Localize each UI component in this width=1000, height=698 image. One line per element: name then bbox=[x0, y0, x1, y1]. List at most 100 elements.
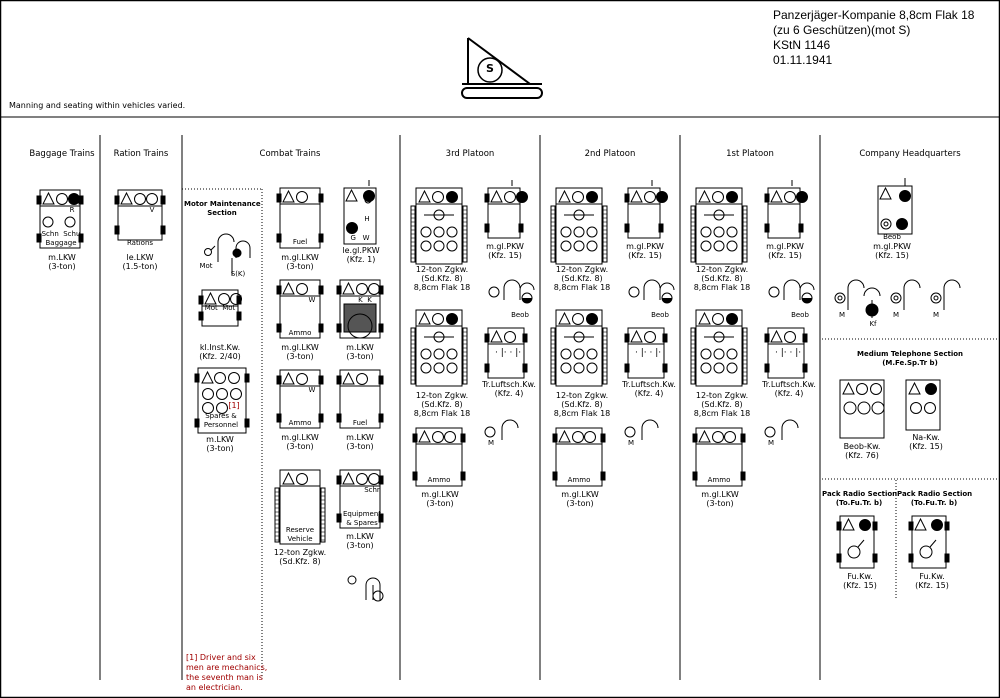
filled-circle-icon bbox=[925, 383, 937, 395]
vehicle-caption: Fu.Kw. (Kfz. 15) bbox=[915, 572, 949, 590]
circle-icon bbox=[857, 401, 871, 415]
wheel-icon bbox=[836, 553, 842, 563]
wheel-icon bbox=[802, 363, 808, 373]
vehicle-caption: Tr.Luftsch.Kw. (Kfz. 4) bbox=[622, 380, 676, 398]
circle-icon bbox=[586, 362, 598, 374]
circle-icon bbox=[368, 283, 380, 295]
circle-icon bbox=[296, 373, 308, 385]
triangle-icon bbox=[345, 188, 358, 202]
circle-icon bbox=[573, 240, 585, 252]
vehicle-body bbox=[487, 187, 521, 239]
wheel-icon bbox=[198, 295, 204, 305]
circle-icon bbox=[768, 286, 780, 298]
half-circle-icon bbox=[662, 298, 672, 303]
wheel-icon bbox=[194, 373, 200, 383]
triangle-icon bbox=[418, 311, 431, 325]
circle-icon bbox=[356, 373, 368, 385]
section-combat: Combat Trains bbox=[259, 149, 321, 159]
vehicle-caption: Fu.Kw. (Kfz. 15) bbox=[843, 572, 877, 590]
triangle-icon bbox=[698, 189, 711, 203]
vehicle-body bbox=[767, 187, 801, 239]
filled-circle-icon bbox=[586, 313, 598, 325]
triangle-icon bbox=[490, 189, 503, 203]
vehicle-body bbox=[415, 309, 463, 387]
vehicle-inner-label: Mot Mot bbox=[204, 304, 236, 312]
personnel-label: M bbox=[767, 439, 775, 447]
circle-icon bbox=[296, 283, 308, 295]
vehicle-inner-label: Schn Schu Baggage bbox=[41, 230, 81, 247]
section-1st-platoon: 1st Platoon bbox=[726, 149, 774, 159]
track-icon bbox=[274, 487, 280, 543]
circle-icon bbox=[726, 348, 738, 360]
vehicle-caption: Na-Kw. (Kfz. 15) bbox=[909, 433, 943, 451]
circle-icon bbox=[420, 240, 432, 252]
person-icon bbox=[643, 279, 661, 300]
triangle-icon bbox=[698, 429, 711, 443]
wheel-icon bbox=[484, 333, 490, 343]
vehicle-caption: m.LKW (3-ton) bbox=[346, 532, 374, 550]
vehicle-caption: le.LKW (1.5-ton) bbox=[122, 253, 158, 271]
circle-icon bbox=[372, 590, 384, 602]
circle-icon bbox=[724, 431, 736, 443]
vehicle-mark: G W bbox=[350, 234, 370, 242]
triangle-icon bbox=[842, 517, 855, 531]
triangle-icon bbox=[282, 371, 295, 385]
wheel-icon bbox=[552, 471, 558, 481]
wheel-icon bbox=[600, 433, 606, 443]
wheel-icon bbox=[276, 375, 282, 385]
circle-icon bbox=[444, 431, 456, 443]
section-company-hq: Company Headquarters bbox=[859, 149, 961, 159]
vehicle-body bbox=[767, 327, 805, 379]
triangle-icon bbox=[558, 311, 571, 325]
vehicle-body bbox=[555, 187, 603, 265]
wheel-icon bbox=[276, 285, 282, 295]
triangle-icon bbox=[698, 311, 711, 325]
wheel-icon bbox=[412, 471, 418, 481]
person-icon bbox=[365, 577, 381, 600]
circle-icon bbox=[586, 348, 598, 360]
triangle-icon bbox=[879, 186, 892, 200]
vehicle-caption: 12-ton Zgkw. (Sd.Kfz. 8) 8,8cm Flak 18 bbox=[413, 265, 471, 292]
circle-icon bbox=[573, 226, 585, 238]
person-icon bbox=[217, 233, 235, 262]
triangle-icon bbox=[842, 381, 855, 395]
section-ration: Ration Trains bbox=[113, 149, 169, 159]
wheel-icon bbox=[336, 513, 342, 523]
wheel-icon bbox=[336, 413, 342, 423]
circle-icon bbox=[624, 426, 636, 438]
vehicle-inner-label: Fuel bbox=[352, 419, 368, 427]
wheel-icon bbox=[460, 433, 466, 443]
triangle-icon bbox=[204, 291, 217, 305]
track-icon bbox=[320, 487, 326, 543]
filled-circle-icon bbox=[363, 190, 375, 202]
vehicle-mark: W bbox=[308, 386, 316, 394]
circle-icon bbox=[713, 226, 725, 238]
wheel-icon bbox=[318, 375, 324, 385]
circle-icon bbox=[504, 331, 516, 343]
circle-icon bbox=[573, 209, 585, 221]
vehicle-caption: Tr.Luftsch.Kw. (Kfz. 4) bbox=[762, 380, 816, 398]
section-baggage: Baggage Trains bbox=[29, 149, 95, 159]
vehicle-body bbox=[695, 427, 743, 487]
triangle-icon bbox=[630, 189, 643, 203]
footnote: [1] Driver and six men are mechanics, th… bbox=[186, 653, 268, 692]
wheel-icon bbox=[908, 553, 914, 563]
wheel-icon bbox=[276, 323, 282, 333]
circle-icon bbox=[871, 401, 885, 415]
personnel-label: Kf bbox=[869, 320, 877, 328]
wheel-icon bbox=[908, 521, 914, 531]
vehicle-body bbox=[339, 469, 381, 529]
filled-circle-icon bbox=[346, 222, 358, 234]
vehicle-body bbox=[279, 469, 321, 545]
triangle-icon bbox=[630, 329, 643, 343]
circle-icon bbox=[712, 313, 724, 325]
wheel-icon bbox=[764, 223, 770, 233]
circle-icon bbox=[560, 362, 572, 374]
circle-icon bbox=[560, 226, 572, 238]
wheel-icon bbox=[236, 311, 242, 321]
wheel-icon bbox=[764, 193, 770, 203]
circle-icon bbox=[504, 191, 516, 203]
person-icon bbox=[943, 279, 961, 310]
wheel-icon bbox=[378, 375, 384, 385]
wheel-icon bbox=[276, 413, 282, 423]
